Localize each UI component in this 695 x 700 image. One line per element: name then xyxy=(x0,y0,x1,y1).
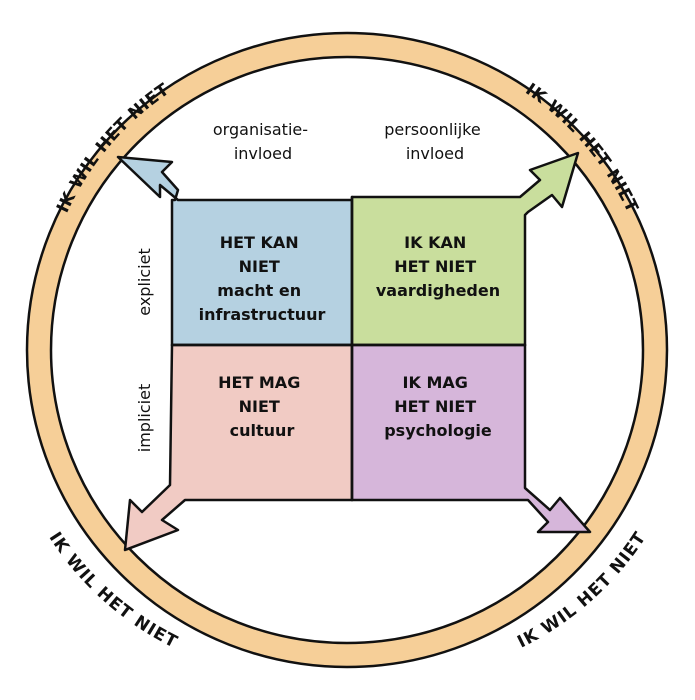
quadrant-bottom-right-text: IK MAG HET NIET psychologie xyxy=(384,373,492,440)
header-right-line-1: persoonlijke xyxy=(384,120,481,139)
quadrant-top-left-line-4: infrastructuur xyxy=(199,305,326,324)
quadrant-top-right-line-1: IK KAN xyxy=(404,233,466,252)
header-right-line-2: invloed xyxy=(406,144,464,163)
quadrant-bottom-left-line-1: HET MAG xyxy=(218,373,300,392)
quadrant-bottom-right-line-3: psychologie xyxy=(384,421,492,440)
header-left: organisatie- invloed xyxy=(213,120,313,163)
quadrant-bottom-left-text: HET MAG NIET cultuur xyxy=(218,373,306,440)
quadrant-top-right-text: IK KAN HET NIET vaardigheden xyxy=(376,233,500,300)
quadrant-top-left-line-2: NIET xyxy=(239,257,280,276)
header-left-line-2: invloed xyxy=(234,144,292,163)
header-left-line-1: organisatie- xyxy=(213,120,308,139)
quadrant-bottom-right-line-1: IK MAG xyxy=(403,373,468,392)
side-label-expliciet: expliciet xyxy=(135,248,154,315)
side-label-impliciet: impliciet xyxy=(135,384,154,452)
quadrant-bottom-left-line-2: NIET xyxy=(239,397,280,416)
quadrant-top-left-line-1: HET KAN xyxy=(220,233,299,252)
quadrant-bottom-left-line-3: cultuur xyxy=(230,421,295,440)
quadrant-top-right-line-3: vaardigheden xyxy=(376,281,500,300)
quadrant-top-left-text: HET KAN NIET macht en infrastructuur xyxy=(199,233,326,324)
quadrant-bottom-right-line-2: HET NIET xyxy=(394,397,476,416)
quadrant-top-left-line-3: macht en xyxy=(217,281,301,300)
arrow-bottom-right xyxy=(350,343,592,534)
quadrant-top-right-line-2: HET NIET xyxy=(394,257,476,276)
header-right: persoonlijke invloed xyxy=(384,120,486,163)
quadrant-bottom-right xyxy=(350,343,592,534)
